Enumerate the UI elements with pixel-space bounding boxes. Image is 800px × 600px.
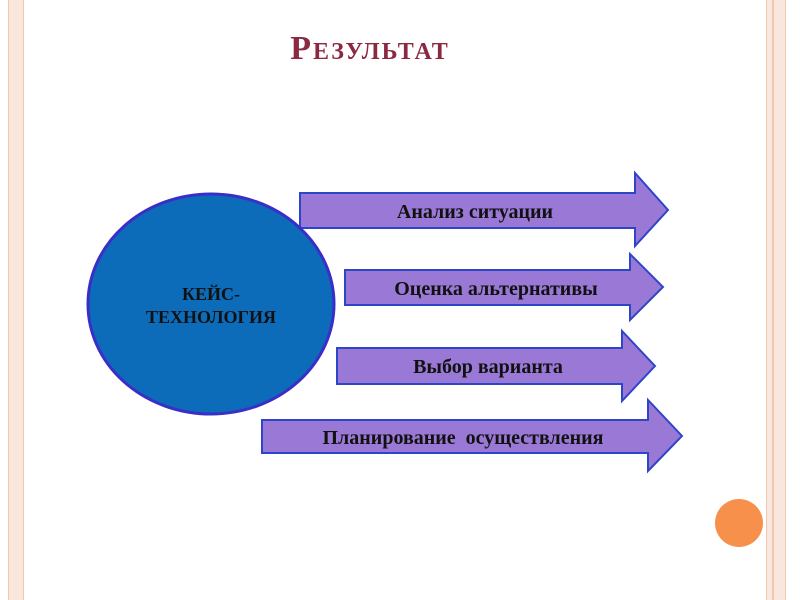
arrow-3-shape bbox=[336, 328, 657, 404]
left-decorative-border bbox=[8, 0, 24, 600]
right-border-line bbox=[772, 0, 774, 600]
circle-label-line-2: ТЕХНОЛОГИЯ bbox=[146, 307, 276, 327]
right-decorative-border bbox=[766, 0, 786, 600]
orange-accent-dot bbox=[715, 499, 763, 547]
arrow-3-label: Выбор варианта bbox=[413, 356, 563, 378]
arrow-2-shape bbox=[344, 251, 665, 323]
arrow-1-shape bbox=[299, 170, 670, 249]
arrow-4-shape bbox=[261, 397, 684, 474]
central-circle bbox=[86, 192, 336, 416]
arrow-4-label: Планирование осуществления bbox=[323, 427, 604, 449]
slide-title: Результат bbox=[290, 30, 450, 67]
circle-label-line-1: КЕЙС- bbox=[182, 283, 240, 304]
arrow-2-label: Оценка альтернативы bbox=[394, 278, 598, 300]
arrow-1-label: Анализ ситуации bbox=[397, 201, 553, 223]
